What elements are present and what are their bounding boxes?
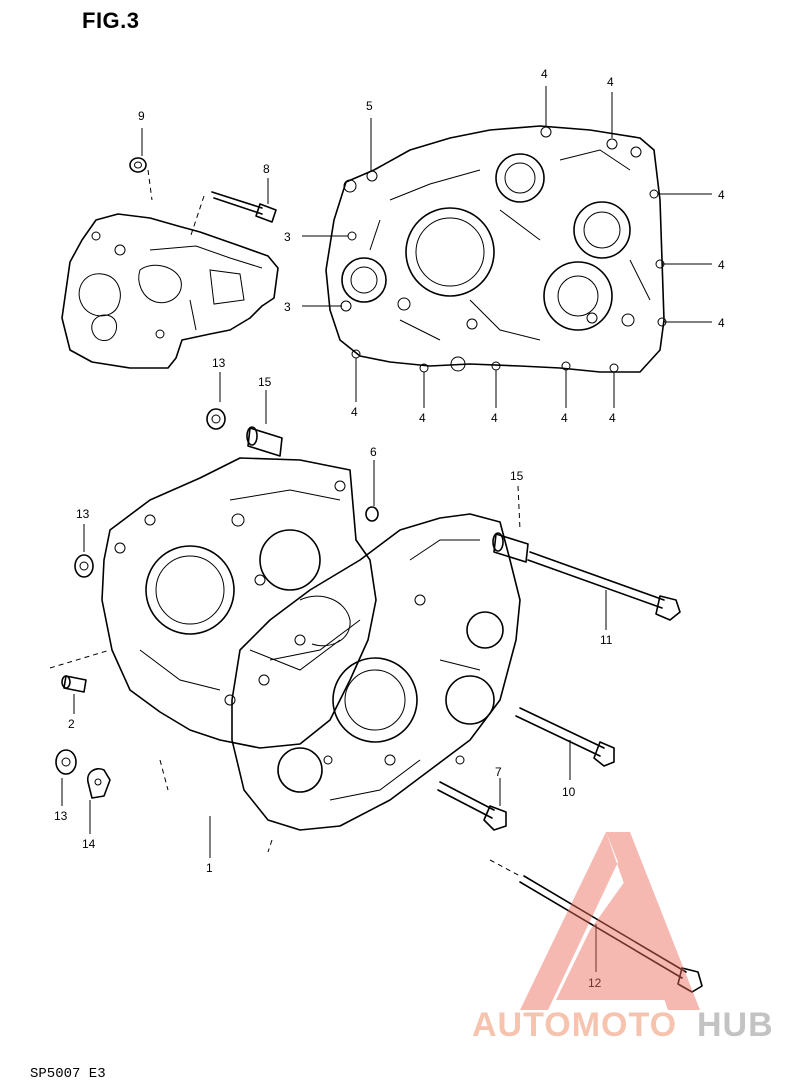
oring-6-part [365, 460, 379, 522]
nut-13-left-part [74, 524, 94, 578]
watermark-text-primary: AUTOMOTO [472, 1006, 677, 1044]
callout-4-bottom-d: 4 [561, 411, 568, 425]
clamp-14-part [86, 767, 111, 834]
cover-leader-lines [302, 86, 712, 408]
callout-13-bottom: 13 [54, 809, 68, 823]
callout-15-top: 15 [258, 375, 272, 389]
callout-4-right-c: 4 [718, 316, 725, 330]
figure-code: SP5007 E3 [30, 1066, 106, 1082]
callout-4-top-a: 4 [541, 67, 548, 81]
crankcase-cover-part [325, 125, 667, 373]
watermark-triangle-icon [520, 832, 700, 1010]
callout-13-left: 13 [76, 507, 90, 521]
callout-11: 11 [600, 633, 613, 647]
callout-3-b: 3 [284, 300, 291, 314]
bolt-12-part [489, 859, 703, 993]
callout-2: 2 [68, 717, 75, 731]
callout-4-right-b: 4 [718, 258, 725, 272]
crankcase-right-half-part [231, 513, 521, 831]
crankcase-1-leader [159, 759, 273, 858]
dowel-15-right-part [492, 485, 529, 563]
callout-labels: 9 8 5 4 4 4 4 4 4 4 4 4 4 3 3 13 15 6 15… [54, 67, 725, 990]
callout-6: 6 [370, 445, 377, 459]
bolt-8-part [189, 178, 277, 239]
nut-13-bottom-part [55, 749, 77, 806]
nut-9-part [129, 128, 153, 201]
dowel-15-top-part [246, 390, 283, 457]
callout-4-bottom-c: 4 [491, 411, 498, 425]
callout-4-bottom-e: 4 [609, 411, 616, 425]
head-cover-part [61, 213, 279, 369]
callout-15-right: 15 [510, 469, 524, 483]
watermark-logo: AUTOMOTO HUB [472, 832, 774, 1044]
callout-1: 1 [206, 861, 213, 875]
figure-title: FIG.3 [82, 8, 140, 33]
callout-5: 5 [366, 99, 373, 113]
callout-4-right-a: 4 [718, 188, 725, 202]
callout-4-top-b: 4 [607, 75, 614, 89]
bolt-11-part [527, 551, 681, 630]
bolt-7-part [437, 778, 507, 831]
watermark-text-secondary: HUB [697, 1006, 774, 1044]
callout-3-a: 3 [284, 230, 291, 244]
callout-10: 10 [562, 785, 576, 799]
pin-2-part [49, 649, 111, 714]
callout-14: 14 [82, 837, 96, 851]
callout-13-top: 13 [212, 356, 226, 370]
callout-4-bottom-b: 4 [419, 411, 426, 425]
callout-7: 7 [495, 765, 502, 779]
nut-13-top-part [206, 372, 226, 430]
bolt-10-part [515, 707, 615, 780]
callout-4-bottom-a: 4 [351, 405, 358, 419]
crankcase-left-half-part [101, 457, 377, 749]
callout-8: 8 [263, 162, 270, 176]
callout-12: 12 [588, 976, 602, 990]
callout-9: 9 [138, 109, 145, 123]
